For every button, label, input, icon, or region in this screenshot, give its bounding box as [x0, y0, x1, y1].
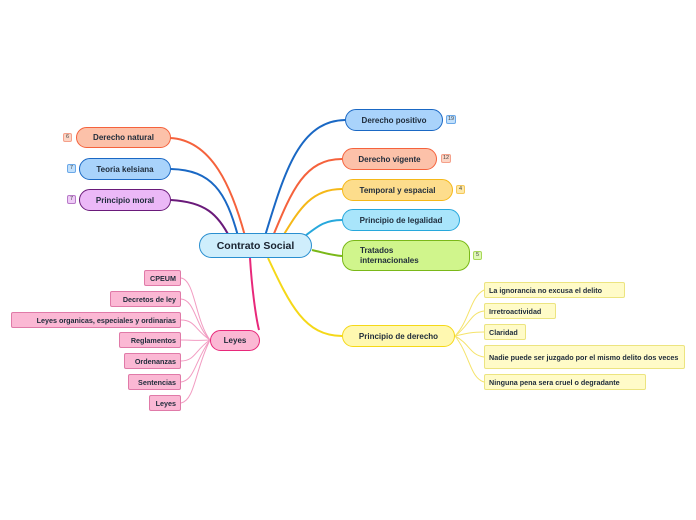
topic-derecho-positivo[interactable]: Derecho positivo — [345, 109, 443, 131]
topic-principio-de-legalidad[interactable]: Principio de legalidad — [342, 209, 460, 231]
subtopic-decretos-de-ley[interactable]: Decretos de ley — [110, 291, 181, 307]
link-teoria-kelsiana — [170, 168, 239, 237]
subtopic-irretroactividad[interactable]: Irretroactividad — [484, 303, 556, 319]
subtopic-reglamentos[interactable]: Reglamentos — [119, 332, 181, 348]
subtopic-ninguna-pena[interactable]: Ninguna pena sera cruel o degradante — [484, 374, 646, 390]
subtopic-nadie-juzgado[interactable]: Nadie puede ser juzgado por el mismo del… — [484, 345, 685, 369]
subtopic-leyes-organicas[interactable]: Leyes organicas, especiales y ordinarias — [11, 312, 181, 328]
count-badge-tratados: 5 — [473, 251, 482, 260]
link-temporal — [282, 188, 343, 237]
subtopic-cpeum[interactable]: CPEUM — [144, 270, 181, 286]
topic-temporal-y-espacial[interactable]: Temporal y espacial — [342, 179, 453, 201]
count-badge-derecho-vigente: 12 — [441, 154, 452, 163]
count-badge-principio-moral: 7 — [67, 195, 76, 204]
link-tratados — [311, 249, 343, 257]
central-topic[interactable]: Contrato Social — [199, 233, 312, 258]
count-badge-derecho-natural: 6 — [63, 133, 72, 142]
link-principio-derecho — [267, 257, 343, 337]
count-badge-temporal: 4 — [456, 185, 465, 194]
topic-leyes[interactable]: Leyes — [210, 330, 260, 351]
link-derecho-natural — [169, 137, 246, 237]
topic-principio-moral[interactable]: Principio moral — [79, 189, 171, 211]
topic-derecho-natural[interactable]: Derecho natural — [76, 127, 171, 148]
link-principio-moral — [170, 199, 231, 239]
subtopic-claridad[interactable]: Claridad — [484, 324, 526, 340]
subtopic-ordenanzas[interactable]: Ordenanzas — [124, 353, 181, 369]
link-derecho-positivo — [264, 119, 346, 237]
link-derecho-vigente — [272, 158, 343, 237]
count-badge-teoria-kelsiana: 7 — [67, 164, 76, 173]
topic-principio-de-derecho[interactable]: Principio de derecho — [342, 325, 455, 347]
topic-derecho-vigente[interactable]: Derecho vigente — [342, 148, 437, 170]
subtopic-sentencias[interactable]: Sentencias — [128, 374, 181, 390]
topic-teoria-kelsiana[interactable]: Teoria kelsiana — [79, 158, 171, 180]
link-leyes — [249, 257, 260, 331]
subtopic-ignorancia[interactable]: La ignorancia no excusa el delito — [484, 282, 625, 298]
subtopic-leyes[interactable]: Leyes — [149, 395, 181, 411]
count-badge-derecho-positivo: 19 — [446, 115, 457, 124]
link-principio-legalidad — [304, 219, 343, 237]
topic-tratados-internacionales[interactable]: Tratados internacionales — [342, 240, 470, 271]
